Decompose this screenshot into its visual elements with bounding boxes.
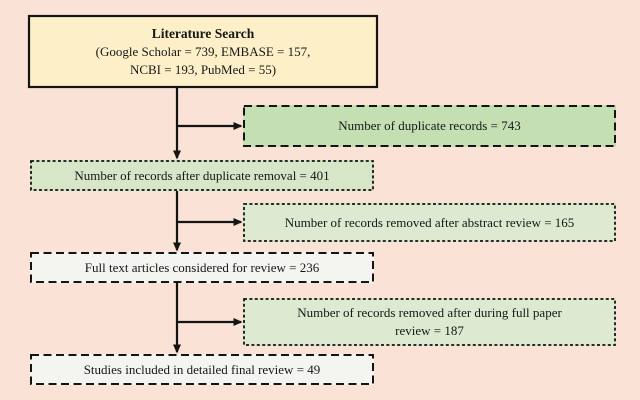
records-after-duplicate-removal-box: Number of records after duplicate remova… <box>30 160 374 191</box>
records-removed-abstract-review-label: Number of records removed after abstract… <box>284 214 575 230</box>
records-removed-abstract-review-box: Number of records removed after abstract… <box>243 203 616 242</box>
fulltext-considered-box: Full text articles considered for review… <box>30 252 374 283</box>
records-removed-fullpaper-review-box: Number of records removed after during f… <box>243 298 616 346</box>
literature-search-title: Literature Search <box>151 25 255 41</box>
studies-included-label: Studies included in detailed final revie… <box>83 361 321 377</box>
duplicate-records-label: Number of duplicate records = 743 <box>338 118 521 134</box>
studies-included-box: Studies included in detailed final revie… <box>30 354 374 385</box>
literature-search-box: Literature Search (Google Scholar = 739,… <box>28 15 378 88</box>
fulltext-considered-label: Full text articles considered for review… <box>84 259 320 275</box>
literature-search-sources-line1: (Google Scholar = 739, EMBASE = 157, <box>95 44 311 60</box>
records-after-duplicate-removal-label: Number of records after duplicate remova… <box>74 167 330 183</box>
duplicate-records-box: Number of duplicate records = 743 <box>243 105 616 147</box>
literature-search-sources-line2: NCBI = 193, PubMed = 55) <box>129 61 277 77</box>
records-removed-fullpaper-review-label: Number of records removed after during f… <box>297 305 562 338</box>
